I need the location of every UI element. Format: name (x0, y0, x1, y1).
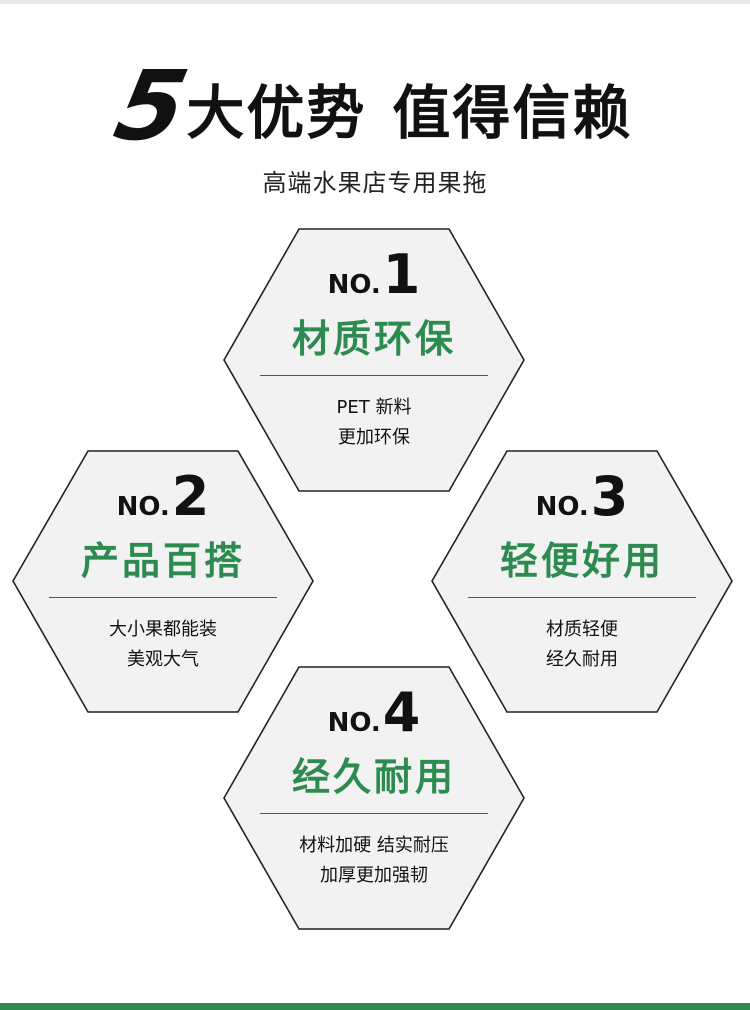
hexagon-4 (223, 666, 525, 930)
subtitle: 高端水果店专用果拖 (262, 169, 488, 197)
advantage-card-3: NO.3 轻便好用 材质轻便 经久耐用 (432, 451, 732, 713)
advantage-number-label: NO.3 (535, 465, 629, 528)
advantage-card-4: NO.4 经久耐用 材料加硬 结实耐压 加厚更加强韧 (224, 667, 524, 929)
advantage-description: 材质轻便 经久耐用 (546, 619, 618, 670)
top-divider (0, 0, 750, 4)
advantage-divider (260, 813, 488, 814)
advantage-card-1: NO.1 材质环保 PET 新料 更加环保 (224, 229, 524, 491)
hexagon-2 (12, 450, 314, 713)
hexagon-3 (431, 450, 733, 713)
advantage-heading: 轻便好用 (499, 539, 664, 583)
advantage-divider (468, 597, 696, 598)
title-part-2: 值得信赖 (392, 79, 633, 147)
advantage-divider (260, 375, 488, 376)
title-part-1: 大优势 (186, 79, 367, 147)
advantage-number-label: NO.1 (327, 243, 421, 306)
hexagon-1 (223, 228, 525, 492)
advantage-divider (49, 597, 277, 598)
main-title: 5大优势值得信赖 (0, 50, 750, 162)
advantage-card-2: NO.2 产品百搭 大小果都能装 美观大气 (13, 451, 313, 713)
advantage-heading: 材质环保 (291, 317, 456, 361)
advantage-description: 材料加硬 结实耐压 加厚更加强韧 (299, 835, 449, 886)
advantage-description: PET 新料 更加环保 (336, 397, 412, 448)
advantage-number-label: NO.4 (327, 681, 421, 744)
bottom-accent-bar (0, 1003, 750, 1010)
advantage-number-label: NO.2 (116, 465, 210, 528)
advantage-heading: 经久耐用 (291, 755, 456, 799)
advantage-description: 大小果都能装 美观大气 (109, 619, 217, 670)
advantage-heading: 产品百搭 (80, 539, 245, 583)
